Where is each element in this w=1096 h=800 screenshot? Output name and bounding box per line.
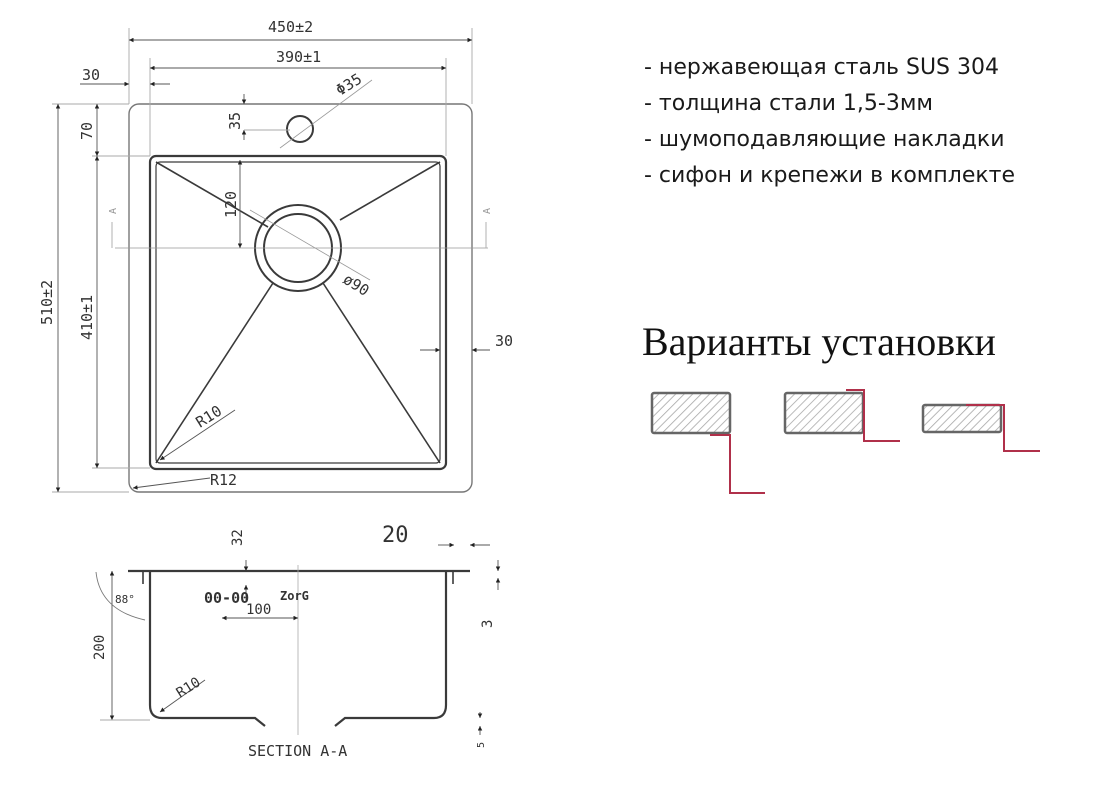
dim-overall-height: 510±2 [38, 280, 56, 325]
sink-outer-outline [128, 103, 473, 493]
section-view [128, 565, 470, 735]
dim-right-margin: 30 [495, 332, 513, 350]
section-label: SECTION A-A [248, 742, 347, 760]
dim-tap-hole-offset: 35 [226, 112, 244, 130]
dim-depth: 200 [92, 635, 108, 660]
dim-flange-thickness: 3 [480, 620, 496, 628]
brand-logo: ZorG [280, 589, 309, 603]
spec-list: - нержавеющая сталь SUS 304 - толщина ст… [644, 50, 1015, 194]
install-variant-undermount [650, 391, 765, 494]
dim-radius: R10 [174, 674, 204, 701]
spec-item: - толщина стали 1,5-3мм [644, 91, 934, 116]
section-view-dimensions: 200 32 100 20 3 88° R10 5 00-00 ZorG SEC… [92, 523, 496, 760]
install-variant-flush [783, 389, 900, 442]
section-mark-right: A [482, 208, 493, 214]
bowl-outline [148, 154, 448, 471]
dim-side-margin: 30 [82, 66, 100, 84]
dim-overflow-spacing: 100 [246, 602, 271, 618]
dim-drain-diameter: ø90 [340, 270, 373, 300]
spec-item: - сифон и крепежи в комплекте [644, 163, 1016, 188]
top-view [115, 79, 488, 493]
install-variant-topmount [921, 403, 1040, 452]
dim-top-margin: 70 [78, 122, 96, 140]
dim-bowl-width: 390±1 [276, 48, 321, 66]
dim-slope: 5 [476, 742, 487, 748]
spec-item: - шумоподавляющие накладки [644, 127, 1005, 152]
dim-angle: 88° [115, 593, 135, 606]
dim-outer-radius: R12 [210, 471, 237, 489]
dim-bowl-height: 410±1 [78, 295, 96, 340]
dim-inner-radius: R10 [193, 402, 226, 432]
spec-item: - нержавеющая сталь SUS 304 [644, 55, 999, 80]
dim-flange-width: 20 [382, 523, 409, 548]
dim-tap-hole-diameter: Φ35 [333, 70, 366, 100]
section-mark-left: A [108, 208, 119, 214]
dim-overflow-offset: 32 [230, 529, 246, 546]
dim-overall-width: 450±2 [268, 18, 313, 36]
dim-drain-offset: 120 [222, 191, 240, 218]
top-view-dimensions: 450±2 390±1 30 Φ35 35 70 120 ø90 30 510±… [38, 18, 513, 489]
overflow-label: 00-00 [204, 589, 249, 607]
installation-title: Варианты установки [642, 319, 996, 364]
tap-hole-icon [286, 115, 314, 143]
